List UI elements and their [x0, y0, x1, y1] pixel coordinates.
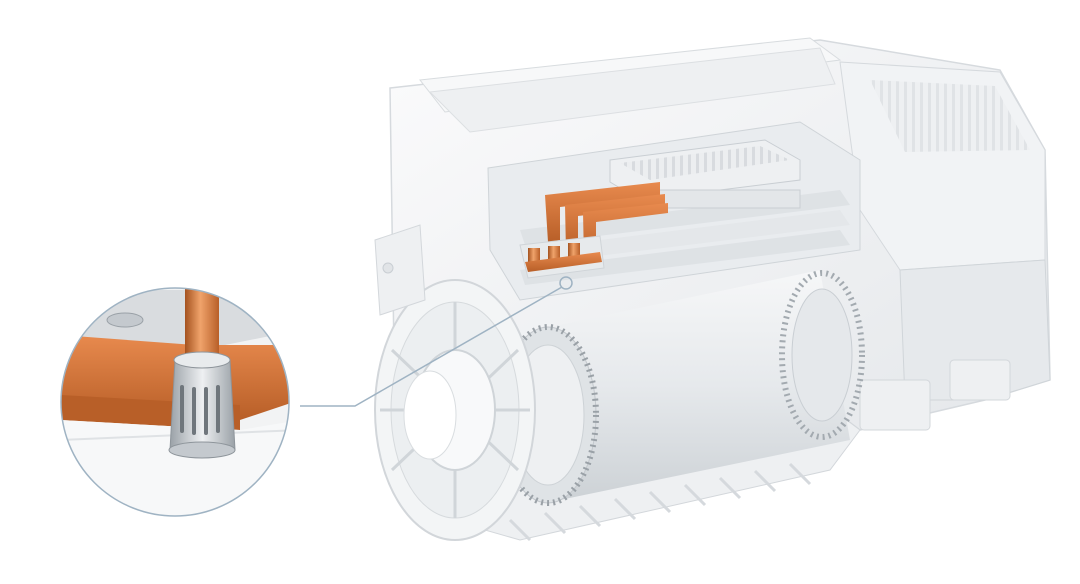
callout-target-marker [559, 276, 573, 290]
callout-leader-line [300, 286, 563, 407]
detail-zoom-callout [60, 287, 290, 517]
end-shield [374, 224, 536, 541]
copper-busbars [519, 182, 668, 279]
